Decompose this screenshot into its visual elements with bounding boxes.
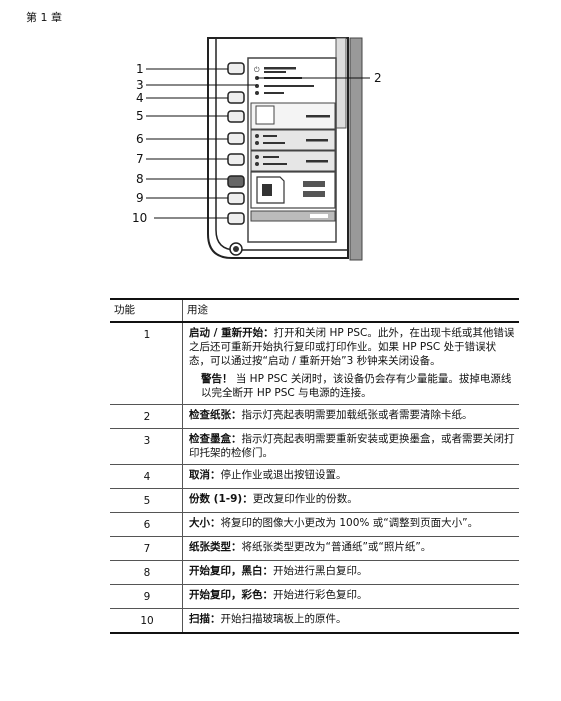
row-term: 大小： — [189, 517, 221, 529]
row-usage: 纸张类型：将纸张类型更改为“普通纸”或“照片纸”。 — [182, 536, 519, 561]
warning-text: 当 HP PSC 关闭时，该设备仍会存有少量能量。拔掉电源线以完全断开 HP P… — [201, 373, 512, 399]
table-row: 7 纸张类型：将纸张类型更改为“普通纸”或“照片纸”。 — [110, 536, 519, 561]
row-number: 4 — [110, 464, 183, 489]
row-usage: 大小：将复印的图像大小更改为 100% 或“调整到页面大小”。 — [182, 512, 519, 537]
row-text: 指示灯亮起表明需要重新安装或更换墨盒，或者需要关闭打印托架的检修门。 — [189, 433, 515, 459]
table-row: 8 开始复印，黑白：开始进行黑白复印。 — [110, 560, 519, 585]
row-number: 1 — [110, 322, 183, 405]
table-row: 1 启动 / 重新开始：打开和关闭 HP PSC。此外，在出现卡纸或其他错误之后… — [110, 322, 519, 405]
button-7 — [227, 153, 245, 166]
row-usage: 取消：停止作业或退出按钮设置。 — [182, 464, 519, 489]
row-number: 8 — [110, 560, 183, 585]
svg-text:⏻: ⏻ — [254, 66, 260, 74]
table-row: 6 大小：将复印的图像大小更改为 100% 或“调整到页面大小”。 — [110, 512, 519, 537]
row-number: 5 — [110, 488, 183, 513]
scanner-edge — [349, 37, 363, 261]
callout-2: 2 — [374, 71, 382, 85]
callout-5: 5 — [136, 109, 144, 123]
row-text: 开始进行彩色复印。 — [273, 589, 368, 601]
button-5 — [227, 110, 245, 123]
row-usage: 检查纸张：指示灯亮起表明需要加载纸张或者需要清除卡纸。 — [182, 404, 519, 429]
row-usage: 启动 / 重新开始：打开和关闭 HP PSC。此外，在出现卡纸或其他错误之后还可… — [182, 322, 519, 405]
table-header-row: 功能 用途 — [110, 298, 519, 323]
col-function: 功能 — [110, 298, 183, 323]
lid-strip — [335, 37, 347, 129]
row-term: 检查墨盒： — [189, 433, 242, 445]
button-9 — [227, 192, 245, 205]
function-table: 功能 用途 1 启动 / 重新开始：打开和关闭 HP PSC。此外，在出现卡纸或… — [110, 298, 519, 634]
button-1 — [227, 62, 245, 75]
col-usage: 用途 — [182, 298, 519, 323]
row-term: 检查纸张： — [189, 409, 242, 421]
row-term: 扫描： — [189, 613, 221, 625]
warning-note: 警告！ 当 HP PSC 关闭时，该设备仍会存有少量能量。拔掉电源线以完全断开 … — [189, 372, 515, 400]
row-usage: 检查墨盒：指示灯亮起表明需要重新安装或更换墨盒，或者需要关闭打印托架的检修门。 — [182, 428, 519, 465]
row-text: 打开和关闭 HP PSC。此外，在出现卡纸或其他错误之后还可重新开始执行复印或打… — [189, 327, 515, 367]
row-text: 开始扫描玻璃板上的原件。 — [220, 613, 347, 625]
button-4 — [227, 91, 245, 104]
callout-10: 10 — [132, 211, 147, 225]
row-text: 开始进行黑白复印。 — [273, 565, 368, 577]
row-text: 将纸张类型更改为“普通纸”或“照片纸”。 — [241, 541, 432, 553]
row-term: 启动 / 重新开始： — [189, 327, 274, 339]
button-6 — [227, 132, 245, 145]
chapter-header: 第 1 章 — [26, 11, 62, 24]
button-8 — [227, 175, 245, 188]
row-text: 指示灯亮起表明需要加载纸张或者需要清除卡纸。 — [241, 409, 473, 421]
row-text: 停止作业或退出按钮设置。 — [220, 469, 347, 481]
callout-7: 7 — [136, 152, 144, 166]
table-row: 2 检查纸张：指示灯亮起表明需要加载纸张或者需要清除卡纸。 — [110, 404, 519, 429]
table-row: 5 份数 (1-9)：更改复印作业的份数。 — [110, 488, 519, 513]
table-row: 3 检查墨盒：指示灯亮起表明需要重新安装或更换墨盒，或者需要关闭打印托架的检修门… — [110, 428, 519, 465]
row-number: 6 — [110, 512, 183, 537]
row-number: 2 — [110, 404, 183, 429]
row-usage: 扫描：开始扫描玻璃板上的原件。 — [182, 608, 519, 634]
row-term: 取消： — [189, 469, 221, 481]
row-text: 将复印的图像大小更改为 100% 或“调整到页面大小”。 — [220, 517, 479, 529]
callout-3: 3 — [136, 78, 144, 92]
row-usage: 份数 (1-9)：更改复印作业的份数。 — [182, 488, 519, 513]
row-text: 更改复印作业的份数。 — [252, 493, 358, 505]
button-10 — [227, 212, 245, 225]
control-panel-figure: ⏻ 1 — [132, 37, 382, 261]
row-number: 10 — [110, 608, 183, 634]
scan-bar — [250, 210, 336, 222]
row-term: 纸张类型： — [189, 541, 242, 553]
row-term: 份数 (1-9)： — [189, 493, 253, 505]
row-usage: 开始复印，黑白：开始进行黑白复印。 — [182, 560, 519, 585]
row-number: 3 — [110, 428, 183, 465]
callout-9: 9 — [136, 191, 144, 205]
row-usage: 开始复印，彩色：开始进行彩色复印。 — [182, 584, 519, 609]
warning-term: 警告！ — [201, 373, 233, 385]
callout-8: 8 — [136, 172, 144, 186]
callout-4: 4 — [136, 91, 144, 105]
row-number: 7 — [110, 536, 183, 561]
row-term: 开始复印，彩色： — [189, 589, 273, 601]
row-number: 9 — [110, 584, 183, 609]
callout-6: 6 — [136, 132, 144, 146]
table-row: 10 扫描：开始扫描玻璃板上的原件。 — [110, 608, 519, 634]
table-row: 9 开始复印，彩色：开始进行彩色复印。 — [110, 584, 519, 609]
table-row: 4 取消：停止作业或退出按钮设置。 — [110, 464, 519, 489]
callout-1: 1 — [136, 62, 144, 76]
row-term: 开始复印，黑白： — [189, 565, 273, 577]
